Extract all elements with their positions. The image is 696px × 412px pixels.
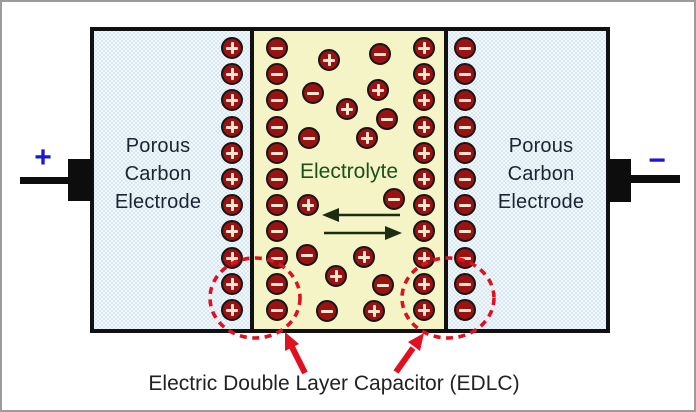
negative-ion-icon	[376, 108, 398, 130]
negative-ion-icon	[454, 273, 476, 295]
negative-ion-icon	[266, 168, 288, 190]
negative-ion-icon	[454, 247, 476, 269]
left-electrode-label: Porous Carbon Electrode	[114, 135, 202, 213]
positive-ion-icon	[413, 299, 435, 321]
positive-ion-icon	[297, 194, 319, 216]
negative-terminal-symbol: −	[648, 144, 666, 177]
positive-ion-icon	[413, 273, 435, 295]
positive-ion-icon	[221, 142, 243, 164]
negative-ion-icon	[454, 37, 476, 59]
negative-ion-icon	[266, 63, 288, 85]
negative-ion-icon	[266, 273, 288, 295]
negative-ion-icon	[266, 194, 288, 216]
negative-ion-icon	[266, 247, 288, 269]
diagram-caption: Electric Double Layer Capacitor (EDLC)	[148, 372, 520, 395]
electrolyte-label: Electrolyte	[299, 160, 399, 183]
positive-ion-icon	[356, 127, 378, 149]
positive-ion-icon	[413, 142, 435, 164]
positive-ion-icon	[413, 220, 435, 242]
negative-ion-icon	[454, 220, 476, 242]
negative-ion-icon	[454, 89, 476, 111]
positive-ion-icon	[221, 63, 243, 85]
positive-ion-icon	[413, 89, 435, 111]
negative-ion-icon	[383, 188, 405, 210]
positive-ion-icon	[318, 49, 340, 71]
negative-ion-icon	[266, 116, 288, 138]
negative-ion-icon	[296, 244, 318, 266]
positive-ion-icon	[353, 246, 375, 268]
positive-ion-icon	[221, 273, 243, 295]
negative-ion-icon	[316, 300, 338, 322]
positive-terminal-block	[68, 159, 92, 201]
positive-ion-icon	[221, 89, 243, 111]
positive-ion-icon	[221, 299, 243, 321]
positive-ion-icon	[221, 168, 243, 190]
negative-ion-icon	[454, 194, 476, 216]
positive-terminal-wire	[20, 177, 72, 184]
positive-ion-icon	[413, 194, 435, 216]
negative-ion-icon	[454, 116, 476, 138]
negative-ion-icon	[454, 63, 476, 85]
negative-ion-icon	[369, 43, 391, 65]
negative-terminal-block	[608, 159, 631, 202]
positive-ion-icon	[413, 37, 435, 59]
positive-ion-icon	[221, 116, 243, 138]
negative-ion-icon	[266, 142, 288, 164]
positive-ion-icon	[325, 265, 347, 287]
positive-ion-icon	[413, 63, 435, 85]
positive-ion-icon	[336, 98, 358, 120]
right-electrode-label: Porous Carbon Electrode	[497, 135, 585, 213]
negative-ion-icon	[454, 142, 476, 164]
positive-ion-icon	[363, 300, 385, 322]
positive-ion-icon	[221, 194, 243, 216]
positive-terminal-symbol: +	[34, 141, 52, 174]
positive-ion-icon	[413, 116, 435, 138]
negative-ion-icon	[298, 127, 320, 149]
negative-ion-icon	[266, 220, 288, 242]
positive-ion-icon	[221, 220, 243, 242]
positive-ion-icon	[413, 168, 435, 190]
positive-ion-icon	[413, 247, 435, 269]
negative-terminal-wire	[629, 175, 680, 183]
negative-ion-icon	[454, 168, 476, 190]
positive-ion-icon	[221, 247, 243, 269]
negative-ion-icon	[372, 274, 394, 296]
negative-ion-icon	[266, 89, 288, 111]
negative-ion-icon	[266, 37, 288, 59]
negative-ion-icon	[266, 299, 288, 321]
positive-ion-icon	[221, 37, 243, 59]
positive-ion-icon	[367, 79, 389, 101]
negative-ion-icon	[454, 299, 476, 321]
negative-ion-icon	[302, 82, 324, 104]
